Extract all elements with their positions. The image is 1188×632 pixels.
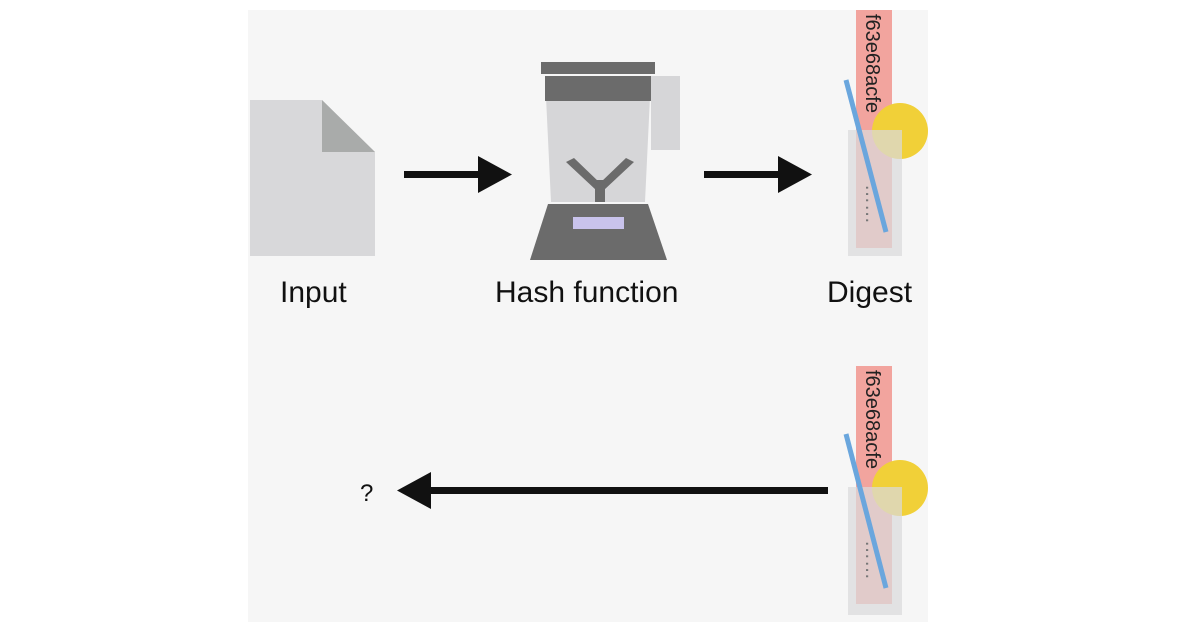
digest-residue-text: …… [861, 540, 883, 580]
digest-hash-text: f63e68acfe [861, 370, 883, 469]
digest-residue-text: …… [861, 184, 883, 224]
question-mark: ? [360, 480, 374, 507]
input-label: Input [280, 276, 347, 309]
arrow-right-icon [704, 156, 812, 193]
arrow-right-icon [404, 156, 512, 193]
digest-label: Digest [827, 276, 913, 309]
arrow-left-icon [397, 472, 828, 509]
digest-glass-icon: f63e68acfe …… [843, 366, 928, 615]
hash-function-label: Hash function [495, 276, 679, 309]
document-icon [250, 100, 375, 256]
digest-hash-text: f63e68acfe [861, 14, 883, 113]
blender-icon [530, 62, 680, 260]
digest-glass-icon: f63e68acfe …… [843, 10, 928, 256]
